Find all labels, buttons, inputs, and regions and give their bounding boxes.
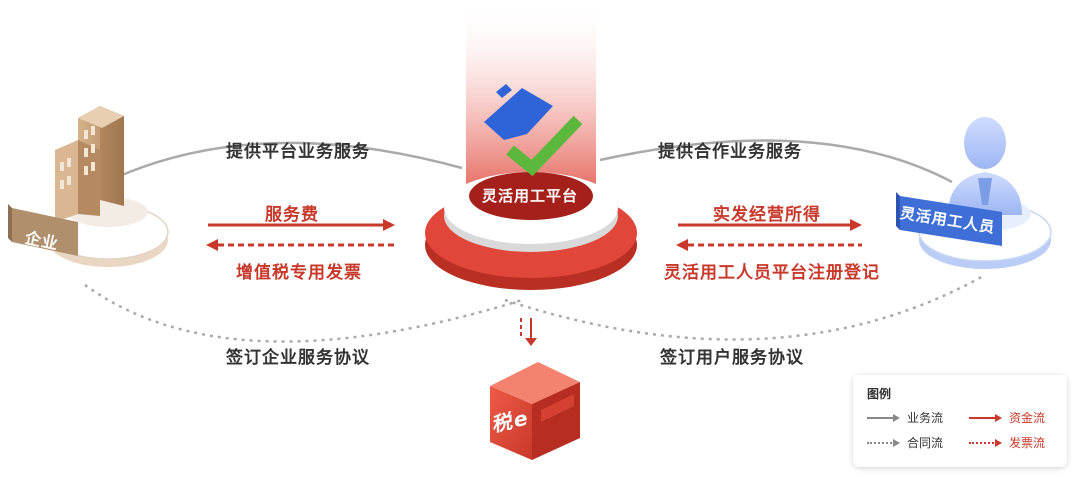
- legend-title: 图例: [867, 387, 892, 401]
- income-arrow: [678, 219, 862, 231]
- tax-cube: [490, 362, 580, 460]
- vat-invoice-label: 增值税专用发票: [236, 263, 362, 283]
- business-flow-right-curve: [599, 139, 953, 184]
- person-icon: [948, 117, 1022, 215]
- service-fee-label: 服务费: [265, 205, 319, 225]
- income-label: 实发经营所得: [713, 205, 821, 225]
- platform-to-tax-arrow: [520, 318, 537, 346]
- house-check-icon: [484, 84, 583, 177]
- platform-service-label: 提供平台业务服务: [226, 142, 370, 162]
- service-fee-arrow: [208, 219, 395, 231]
- vat-invoice-arrow: [206, 239, 395, 251]
- registration-arrow: [676, 239, 862, 251]
- worker-node: [896, 117, 1052, 269]
- cooperation-service-label: 提供合作业务服务: [658, 142, 802, 162]
- contract-flow-left-curve: [84, 283, 523, 343]
- building-icon: [55, 106, 124, 222]
- platform-node: [425, 0, 637, 290]
- user-agreement-label: 签订用户服务协议: [660, 348, 804, 368]
- enterprise-node: [8, 106, 169, 267]
- platform-label: 灵活用工平台: [482, 187, 579, 205]
- legend: 图例 业务流 资金流 合同流 发票流: [853, 375, 1067, 467]
- business-flow-left-curve: [97, 141, 463, 188]
- registration-label: 灵活用工人员平台注册登记: [664, 263, 880, 283]
- enterprise-agreement-label: 签订企业服务协议: [226, 348, 370, 368]
